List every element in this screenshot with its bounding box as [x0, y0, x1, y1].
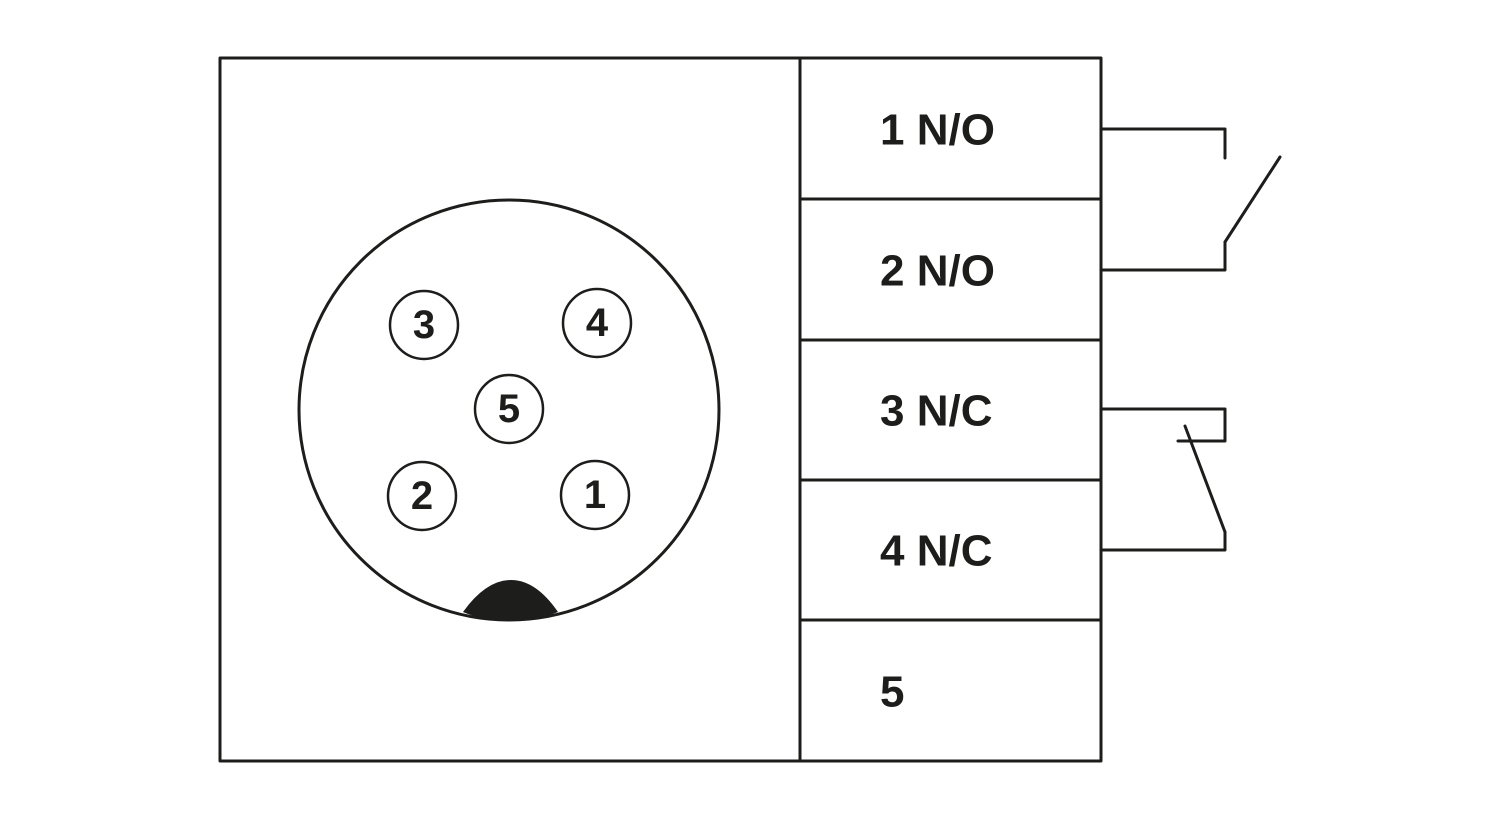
terminal-label-4: 4 N/C: [880, 527, 992, 576]
pin-3: 3: [388, 289, 460, 361]
terminal-label-5: 5: [880, 668, 904, 717]
pin-circle: [559, 459, 631, 531]
nc-contact-wire-bottom: [1099, 530, 1227, 552]
no-contact-wire-top: [1099, 127, 1227, 160]
pin-2: 2: [386, 460, 458, 532]
terminal-label-2: 2 N/O: [880, 247, 995, 296]
pin-circle: [561, 287, 633, 359]
terminal-labels: 1 N/O 2 N/O 3 N/C 4 N/C 5: [880, 106, 995, 717]
connector-face: 3 4 5 2 1: [297, 198, 721, 622]
normally-open-contact-symbol: [1099, 127, 1282, 272]
no-contact-switch-blade: [1223, 155, 1282, 244]
no-contact-wire-bottom: [1099, 240, 1227, 272]
pin-label: 3: [413, 303, 435, 347]
nc-contact-wire-top: [1099, 407, 1227, 443]
pin-label: 1: [584, 473, 606, 517]
normally-closed-contact-symbol: [1099, 407, 1227, 552]
pin-label: 5: [498, 387, 520, 431]
pin-1: 1: [559, 459, 631, 531]
terminal-label-3: 3 N/C: [880, 387, 992, 436]
terminal-row-separators: [798, 197, 1103, 622]
nc-contact-switch-blade: [1183, 424, 1227, 534]
pin-label: 2: [411, 474, 433, 518]
pin-circle: [388, 289, 460, 361]
coding-key: [463, 580, 558, 621]
terminal-label-1: 1 N/O: [880, 106, 995, 155]
pin-label: 4: [586, 301, 609, 345]
pin-circle: [473, 373, 545, 445]
pin-circle: [386, 460, 458, 532]
pin-5: 5: [473, 373, 545, 445]
pin-4: 4: [561, 287, 633, 359]
